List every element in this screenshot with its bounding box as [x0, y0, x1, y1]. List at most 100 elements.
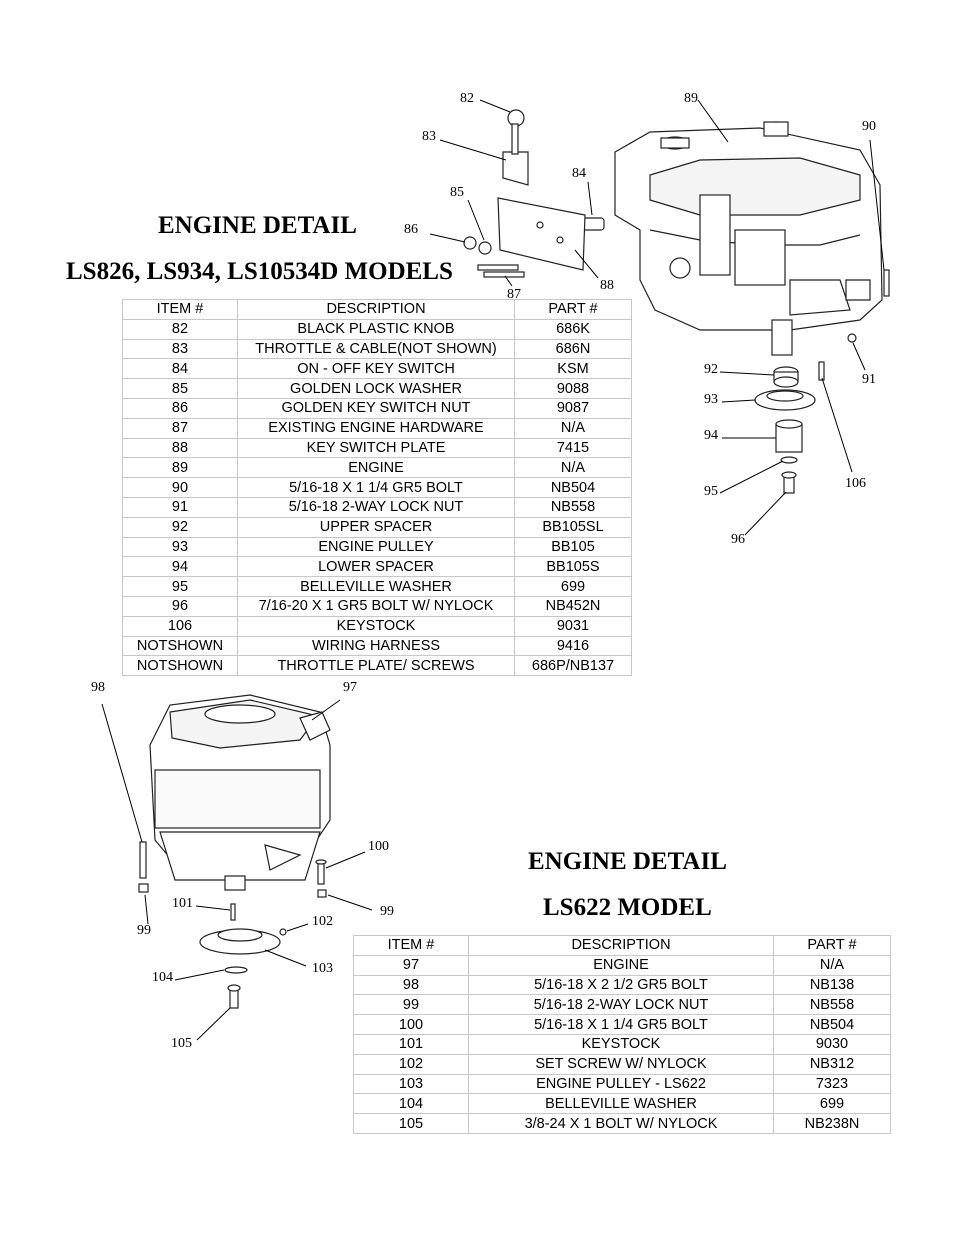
cell-part: NB504 [773, 1014, 891, 1035]
callout-92: 92 [704, 362, 718, 377]
header-item: ITEM # [353, 935, 469, 956]
cell-description: 5/16-18 2-WAY LOCK NUT [237, 496, 515, 518]
cell-item: 98 [353, 974, 469, 996]
engine-diagram-2 [101, 694, 373, 1041]
cell-part: 9416 [514, 635, 632, 657]
cell-description: BELLEVILLE WASHER [468, 1093, 774, 1115]
callout-82: 82 [460, 91, 474, 106]
table-header-row: ITEM # DESCRIPTION PART # [353, 935, 891, 956]
cell-description: EXISTING ENGINE HARDWARE [237, 417, 515, 439]
cell-description: BLACK PLASTIC KNOB [237, 318, 515, 340]
callout-93: 93 [704, 392, 718, 407]
cell-description: ON - OFF KEY SWITCH [237, 358, 515, 380]
cell-part: 686P/NB137 [514, 655, 632, 677]
cell-description: 5/16-18 X 1 1/4 GR5 BOLT [468, 1014, 774, 1035]
cell-item: 87 [122, 417, 238, 439]
cell-item: NOTSHOWN [122, 635, 238, 657]
cell-part: BB105SL [514, 516, 632, 538]
section1-title: ENGINE DETAIL [158, 212, 357, 239]
section2-title: ENGINE DETAIL [528, 848, 727, 875]
cell-part: NB452N [514, 595, 632, 617]
callout-84: 84 [572, 166, 586, 181]
callout-95: 95 [704, 484, 718, 499]
callout-106: 106 [845, 476, 866, 491]
cell-item: 94 [122, 556, 238, 578]
section2-subtitle: LS622 MODEL [543, 894, 712, 921]
cell-item: 86 [122, 397, 238, 419]
callout-100: 100 [368, 839, 389, 854]
callout-98: 98 [91, 680, 105, 695]
cell-part: 9087 [514, 397, 632, 419]
callout-102: 102 [312, 914, 333, 929]
cell-part: NB558 [514, 496, 632, 518]
cell-part: NB312 [773, 1053, 891, 1075]
cell-item: 85 [122, 378, 238, 399]
cell-part: NB558 [773, 994, 891, 1016]
cell-part: N/A [773, 954, 891, 976]
cell-item: 93 [122, 536, 238, 558]
callout-88: 88 [600, 278, 614, 293]
cell-part: NB504 [514, 477, 632, 498]
cell-part: 686N [514, 338, 632, 360]
callout-97: 97 [343, 680, 357, 695]
cell-item: 105 [353, 1113, 469, 1134]
cell-item: 83 [122, 338, 238, 360]
cell-description: GOLDEN KEY SWITCH NUT [237, 397, 515, 419]
cell-item: 82 [122, 318, 238, 340]
callout-99-right: 99 [380, 904, 394, 919]
callout-103: 103 [312, 961, 333, 976]
cell-part: 9088 [514, 378, 632, 399]
cell-part: N/A [514, 417, 632, 439]
callout-86: 86 [404, 222, 418, 237]
section1-subtitle: LS826, LS934, LS10534D MODELS [66, 258, 453, 285]
cell-item: 103 [353, 1073, 469, 1095]
cell-description: LOWER SPACER [237, 556, 515, 578]
cell-description: 5/16-18 X 1 1/4 GR5 BOLT [237, 477, 515, 498]
cell-description: THROTTLE PLATE/ SCREWS [237, 655, 515, 677]
header-description: DESCRIPTION [237, 299, 515, 320]
cell-part: NB138 [773, 974, 891, 996]
cell-item: 101 [353, 1033, 469, 1055]
cell-item: 91 [122, 496, 238, 518]
cell-part: 686K [514, 318, 632, 340]
engine-diagram-1 [429, 99, 890, 536]
cell-description: THROTTLE & CABLE(NOT SHOWN) [237, 338, 515, 360]
cell-description: ENGINE [468, 954, 774, 976]
callout-104: 104 [152, 970, 173, 985]
cell-description: UPPER SPACER [237, 516, 515, 538]
cell-description: 5/16-18 X 2 1/2 GR5 BOLT [468, 974, 774, 996]
cell-description: BELLEVILLE WASHER [237, 576, 515, 597]
cell-part: NB238N [773, 1113, 891, 1134]
cell-item: 90 [122, 477, 238, 498]
cell-part: 7323 [773, 1073, 891, 1095]
cell-item: 88 [122, 437, 238, 459]
cell-part: 9030 [773, 1033, 891, 1055]
cell-description: KEY SWITCH PLATE [237, 437, 515, 459]
cell-part: 699 [773, 1093, 891, 1115]
cell-description: WIRING HARNESS [237, 635, 515, 657]
cell-description: 3/8-24 X 1 BOLT W/ NYLOCK [468, 1113, 774, 1134]
header-part: PART # [773, 935, 891, 956]
cell-description: ENGINE PULLEY - LS622 [468, 1073, 774, 1095]
header-item: ITEM # [122, 299, 238, 320]
